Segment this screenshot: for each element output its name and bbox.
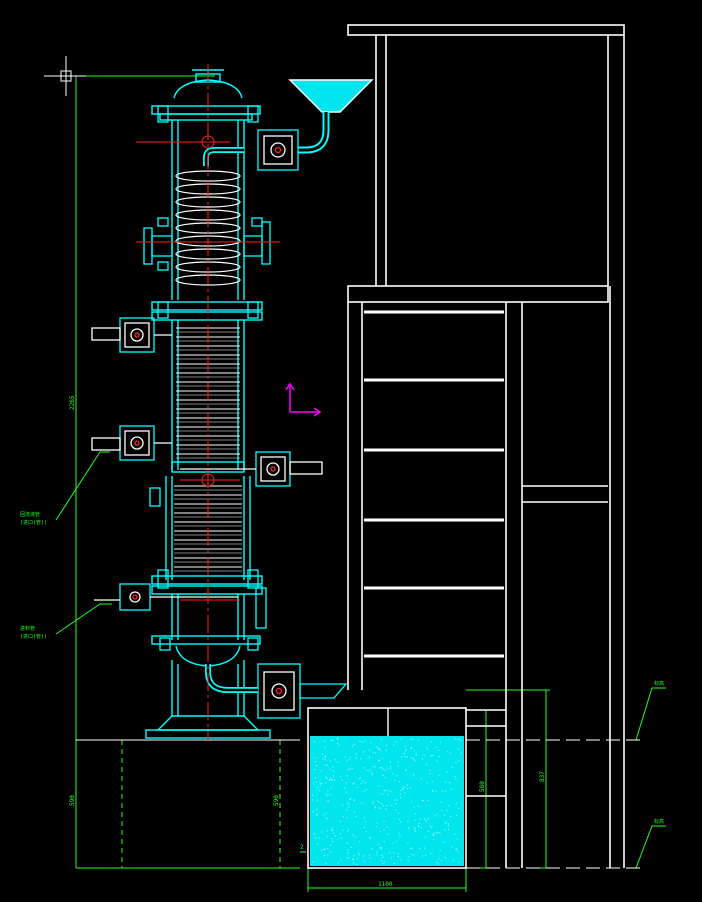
dim-base-left: 590 [69, 795, 76, 806]
dim-tank-width: 1100 [378, 881, 393, 888]
centerlines [136, 64, 280, 740]
collection-tank [307, 707, 467, 869]
dim-total-height: 2265 [69, 395, 76, 410]
crosshair-cursor-icon [44, 56, 86, 96]
ground-lines [76, 739, 640, 869]
valves [91, 129, 348, 719]
liquid-texture [312, 738, 462, 865]
callout-lower-line1: 进料管 [20, 625, 35, 632]
dim-tank-height: 580 [479, 781, 486, 792]
callout-upper-line1: 回流液管 [20, 511, 40, 518]
callout-upper-line2: (进口(管)) [20, 519, 47, 526]
feed-funnel [288, 79, 374, 154]
dim-corner-mark: 2 [300, 844, 304, 851]
tank-liquid [310, 736, 464, 866]
dim-platform-height: 837 [539, 771, 546, 782]
ucs-axis-icon [285, 382, 322, 417]
elevation-upper-label: 标高 [654, 680, 664, 687]
elevation-lower-label: 标高 [654, 818, 664, 825]
base-posts [466, 709, 506, 797]
column-nozzles [143, 105, 271, 651]
support-structure [347, 24, 625, 868]
ladder [364, 310, 504, 658]
dim-base-right: 590 [273, 795, 280, 806]
callout-lower-line2: (进口(管)) [20, 633, 47, 640]
distillation-column [145, 69, 271, 739]
